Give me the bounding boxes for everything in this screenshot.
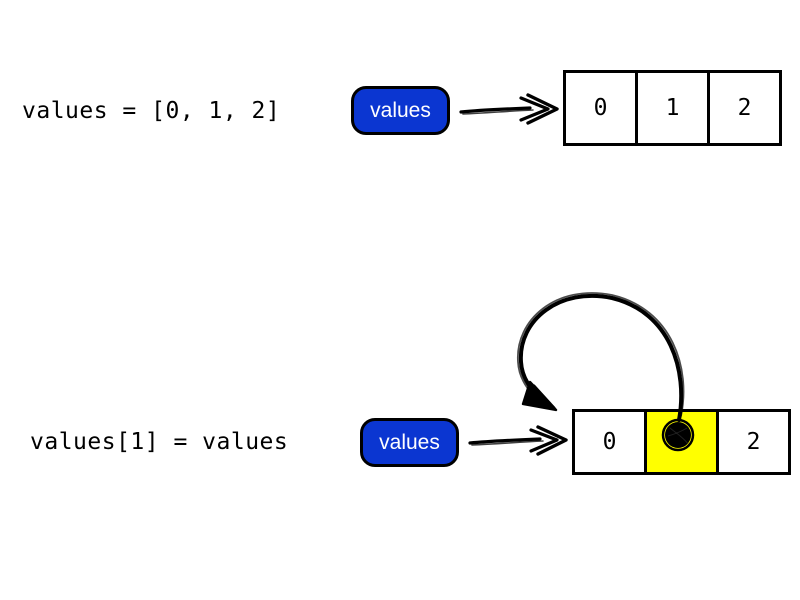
variable-pill-label: values [379, 430, 440, 454]
array-cell-value: 2 [737, 95, 752, 121]
arrow-right-icon [468, 425, 568, 456]
variable-pill-values-self-reference: values [360, 418, 459, 467]
array-cell-value: 2 [746, 429, 761, 455]
array-cell-value: 1 [665, 95, 680, 121]
array-cell: 0 [566, 73, 638, 143]
code-label-self-reference: values[1] = values [30, 429, 289, 455]
array-cell-value: 0 [602, 429, 617, 455]
array-cell: 0 [575, 412, 647, 472]
array-cell: 2 [719, 412, 788, 472]
array-cell: 1 [638, 73, 710, 143]
array-cell: 2 [710, 73, 779, 143]
array-cell-highlighted [647, 412, 719, 472]
variable-pill-values-initial: values [351, 86, 450, 135]
code-label-initial: values = [0, 1, 2] [22, 98, 281, 124]
array-cell-value: 0 [593, 95, 608, 121]
array-box-self-reference: 0 2 [572, 409, 791, 475]
array-box-initial: 0 1 2 [563, 70, 782, 146]
curved-arrow-icon [517, 292, 685, 422]
variable-pill-label: values [370, 98, 431, 122]
arrow-right-icon [459, 93, 559, 125]
